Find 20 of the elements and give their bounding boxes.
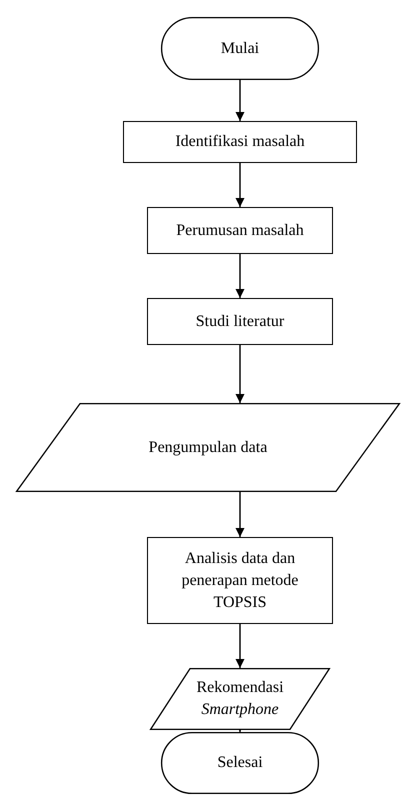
arrow: [236, 345, 244, 403]
data-parallelogram: [16, 403, 400, 492]
process-box: [147, 298, 333, 345]
node-text: Selesai: [216, 753, 264, 773]
arrow: [236, 80, 244, 121]
node-text: Identifikasi masalah: [174, 132, 306, 152]
arrow: [236, 254, 244, 298]
node-text: Analisis data dan penerapan metode TOPSIS: [180, 548, 300, 612]
node-text: Mulai: [220, 38, 260, 58]
arrow: [236, 624, 244, 668]
data-parallelogram: [150, 668, 330, 730]
node-text: Studi literatur: [194, 312, 286, 332]
process-box: [147, 537, 333, 624]
process-box: [147, 207, 333, 254]
node-text: Pengumpulan data: [148, 438, 268, 458]
arrow: [236, 163, 244, 207]
arrow: [236, 492, 244, 537]
node-text: Perumusan masalah: [175, 220, 305, 240]
process-box: [123, 121, 357, 163]
node-text: Rekomendasi Smartphone: [195, 678, 285, 720]
